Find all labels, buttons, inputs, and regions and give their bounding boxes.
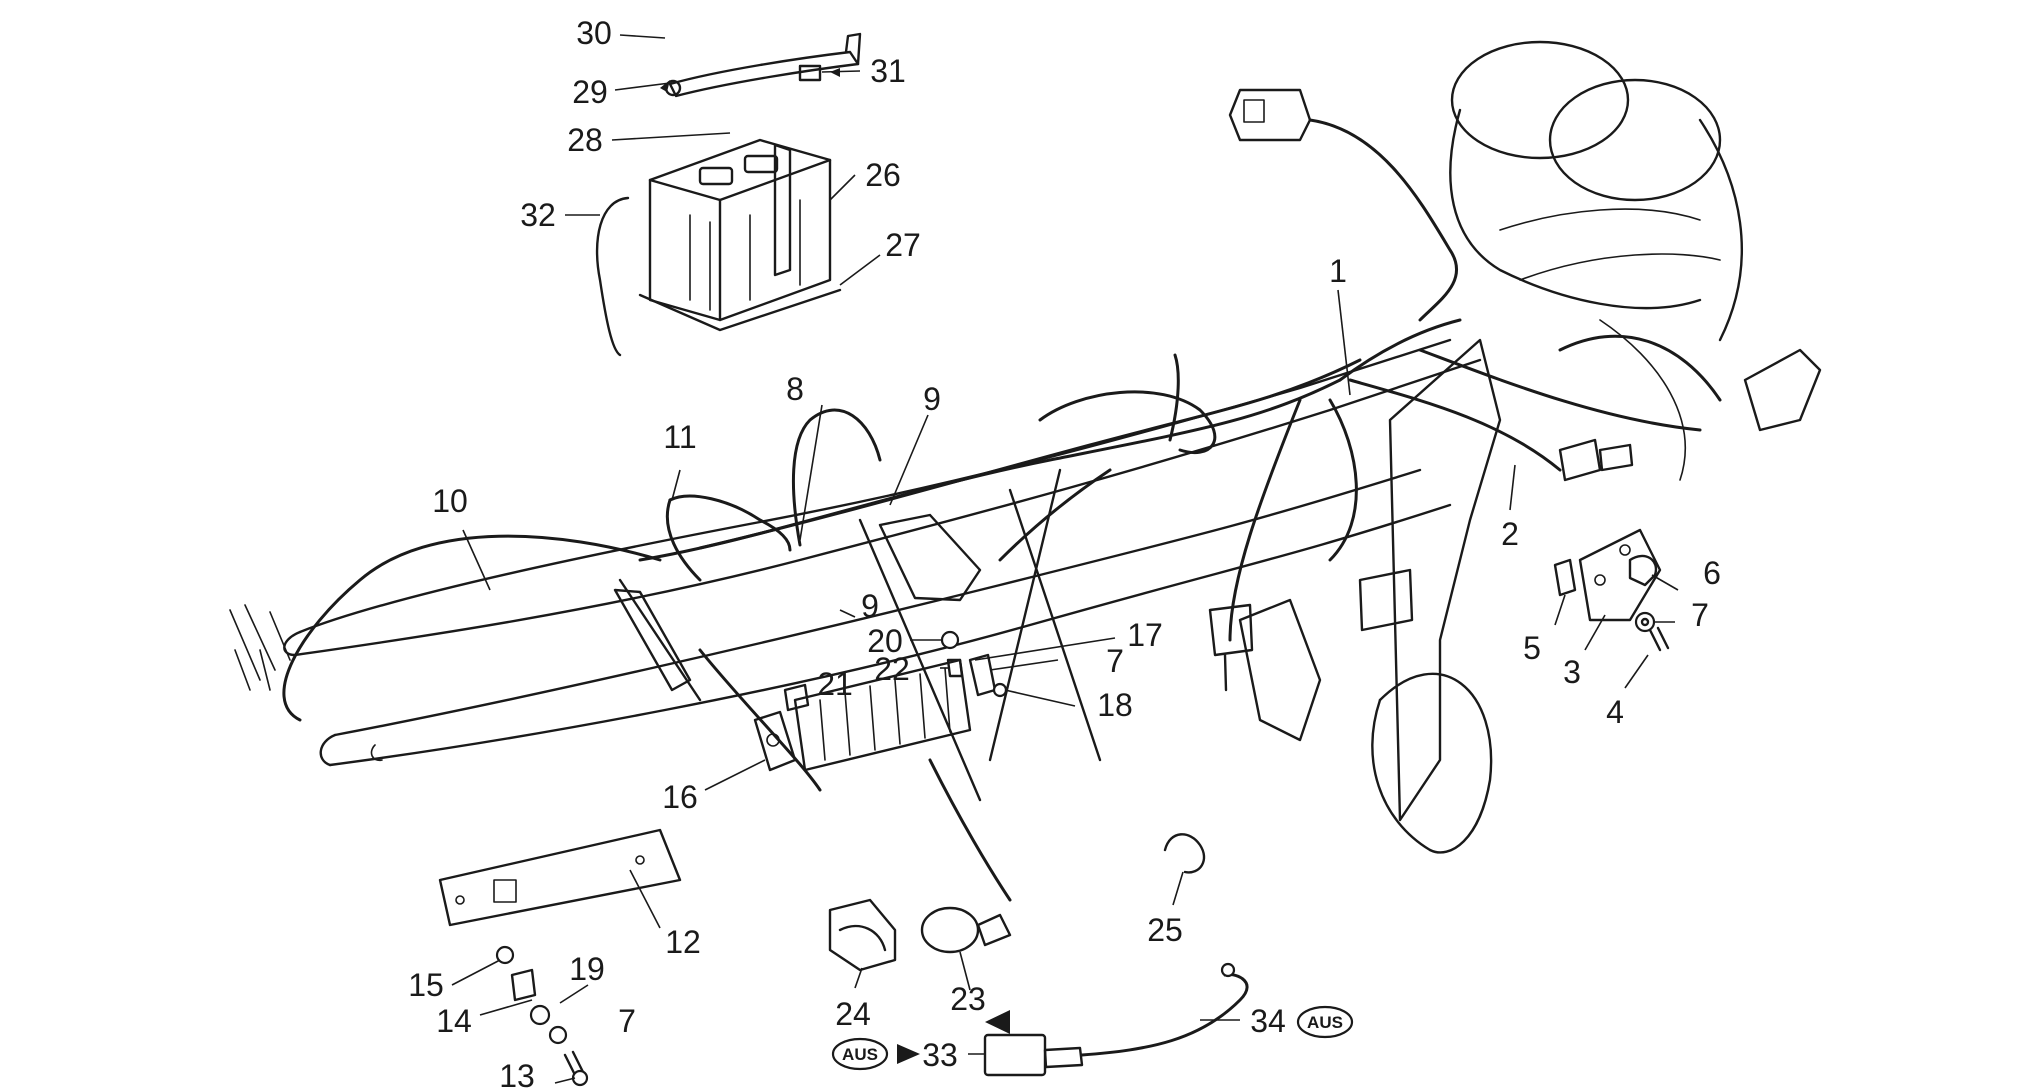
callout-18: 18	[1097, 687, 1133, 723]
callout-33: 33	[922, 1037, 958, 1073]
components-drawing	[438, 88, 1822, 1087]
callout-24: 24	[835, 996, 871, 1032]
callout-23: 23	[950, 981, 986, 1017]
callout-1: 1	[1329, 253, 1347, 289]
harness-drawing	[229, 118, 1722, 902]
callout-15: 15	[408, 967, 444, 1003]
callout-7-left: 7	[618, 1003, 636, 1039]
callout-32: 32	[520, 197, 556, 233]
callout-22: 22	[874, 651, 910, 687]
callout-30: 30	[576, 15, 612, 51]
callout-7-right: 7	[1691, 597, 1709, 633]
callout-8: 8	[786, 371, 804, 407]
callout-17: 17	[1127, 617, 1163, 653]
callout-10: 10	[432, 483, 468, 519]
aus-badge-right-text: AUS	[1307, 1013, 1343, 1032]
leader-lines	[451, 34, 1679, 1084]
aus-badge-left-text: AUS	[842, 1045, 878, 1064]
callout-27: 27	[885, 227, 921, 263]
callout-28: 28	[567, 122, 603, 158]
callout-21: 21	[817, 666, 853, 702]
callout-2: 2	[1501, 516, 1519, 552]
callout-4: 4	[1606, 694, 1624, 730]
callout-25: 25	[1147, 912, 1183, 948]
aus-badge-left: AUS	[831, 1037, 889, 1071]
callout-14: 14	[436, 1003, 472, 1039]
callout-29: 29	[572, 74, 608, 110]
callout-9-lower: 9	[861, 588, 879, 624]
callout-26: 26	[865, 157, 901, 193]
battery-part	[595, 32, 862, 357]
callout-11: 11	[663, 419, 696, 455]
callout-19: 19	[569, 951, 605, 987]
callout-12: 12	[665, 924, 701, 960]
callout-6: 6	[1703, 555, 1721, 591]
callout-13: 13	[499, 1058, 535, 1088]
callout-20: 20	[867, 623, 903, 659]
callout-16: 16	[662, 779, 698, 815]
aus-badge-right: AUS	[1296, 1005, 1354, 1039]
callout-5: 5	[1523, 630, 1541, 666]
callout-7-middle: 7	[1106, 643, 1124, 679]
callout-34: 34	[1250, 1003, 1286, 1039]
callout-labels: 1 2 3 4 5 6 7 7 7 8 9 9 10 11 12 13 14 1…	[408, 15, 1721, 1088]
callout-3: 3	[1563, 654, 1581, 690]
callout-31: 31	[870, 53, 906, 89]
frame-drawing	[283, 40, 1743, 854]
callout-9-top: 9	[923, 381, 941, 417]
